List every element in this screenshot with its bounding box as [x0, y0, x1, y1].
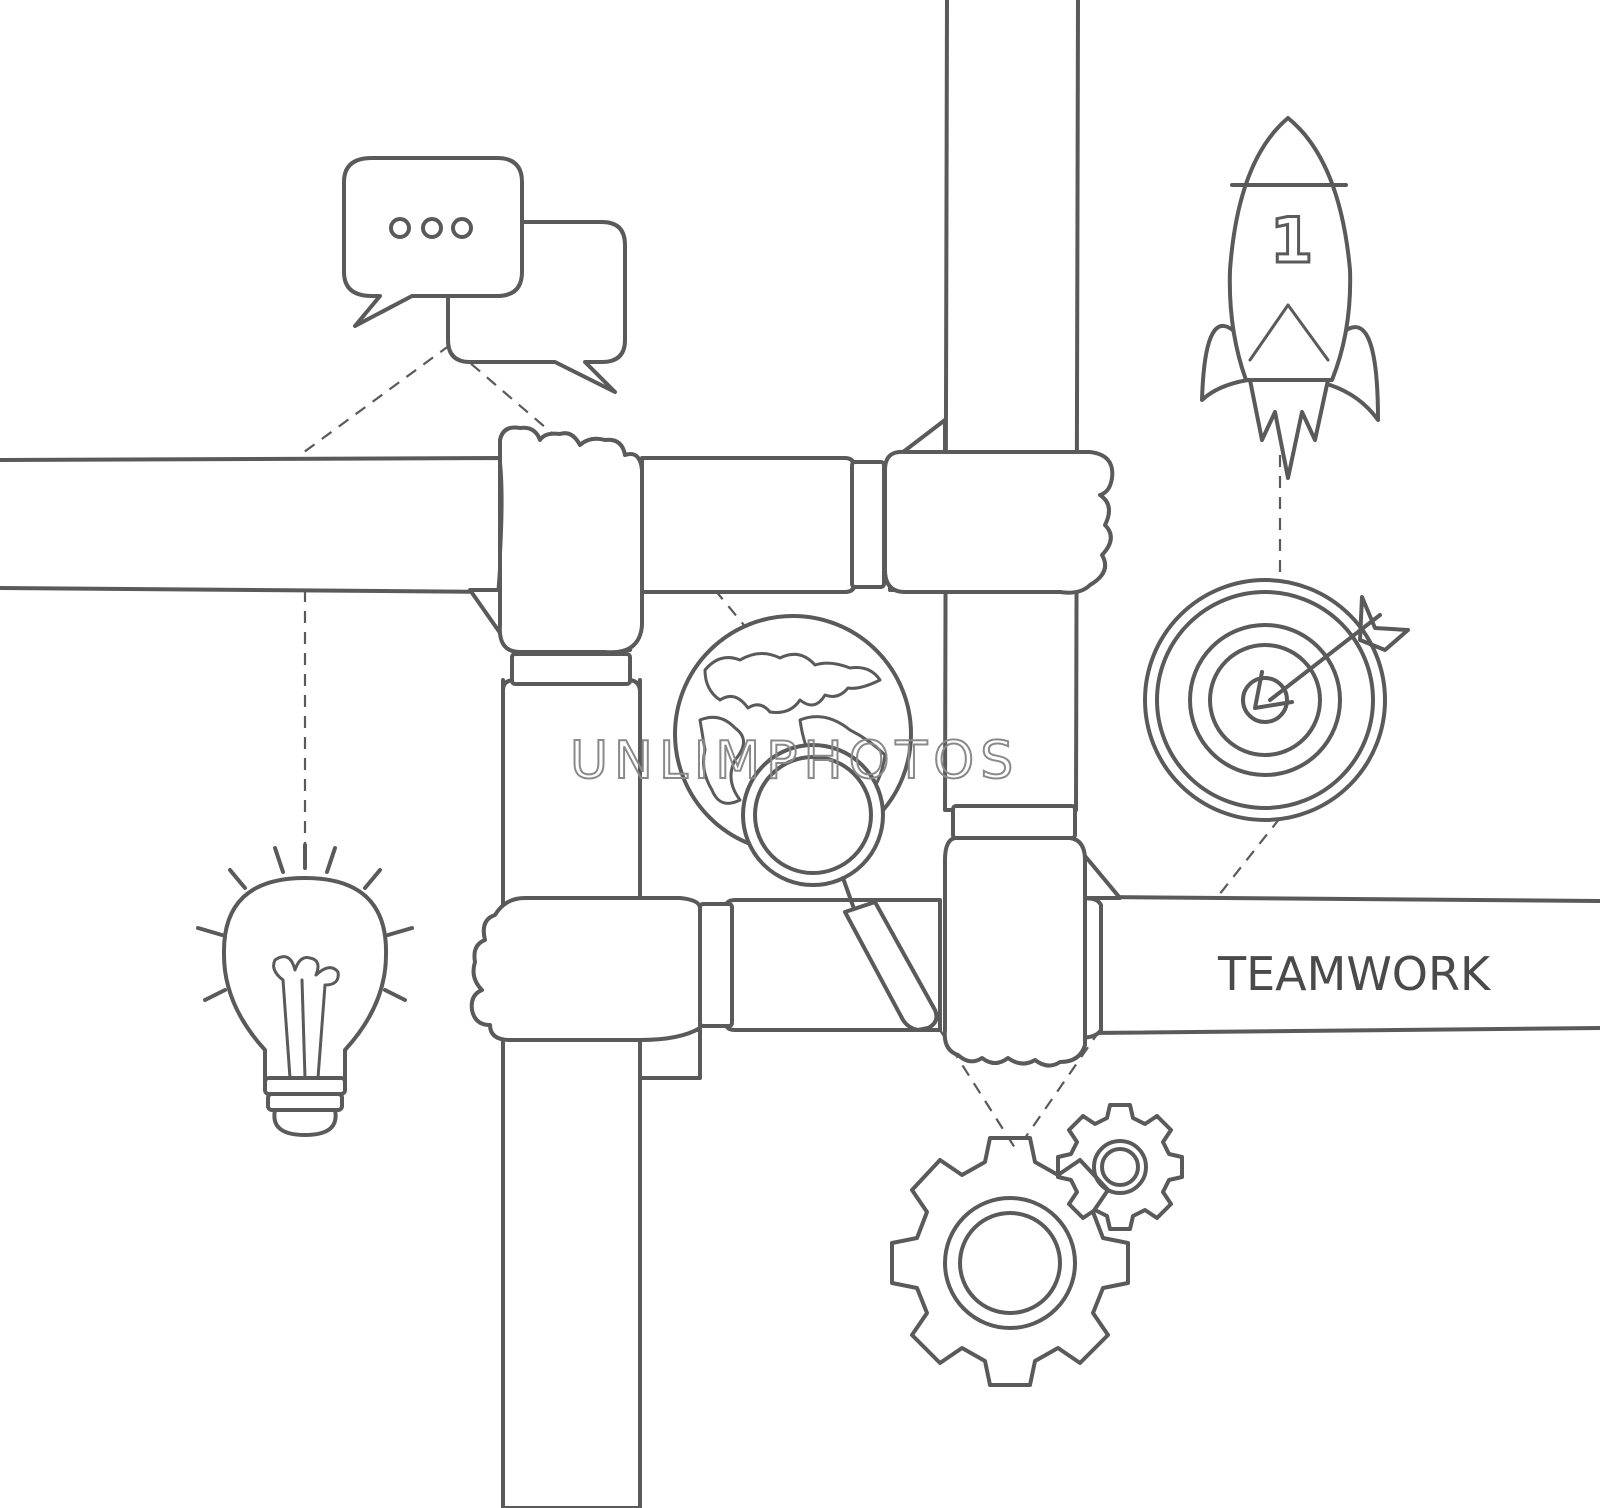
arm-left [0, 456, 502, 594]
magnifier-icon [741, 743, 939, 1032]
hand-bottom-left [469, 896, 942, 1080]
rocket-badge-number: 1 [1270, 204, 1313, 277]
rocket-icon: 1 [1200, 116, 1380, 480]
gears-icon [890, 1103, 1184, 1387]
arm-bottom [501, 652, 642, 1508]
arm-top [943, 0, 1080, 840]
hand-top-left [468, 425, 644, 655]
speech-bubbles-icon [342, 156, 627, 394]
hand-top-right [883, 418, 1115, 595]
hand-bottom-right [942, 836, 1122, 1068]
watermark-text: UNLIMPHOTOS [570, 731, 1019, 791]
teamwork-label: TEAMWORK [1217, 947, 1492, 1001]
arm-top-horizontal [640, 456, 886, 594]
lightbulb-icon [196, 843, 414, 1137]
target-icon [1143, 578, 1410, 822]
